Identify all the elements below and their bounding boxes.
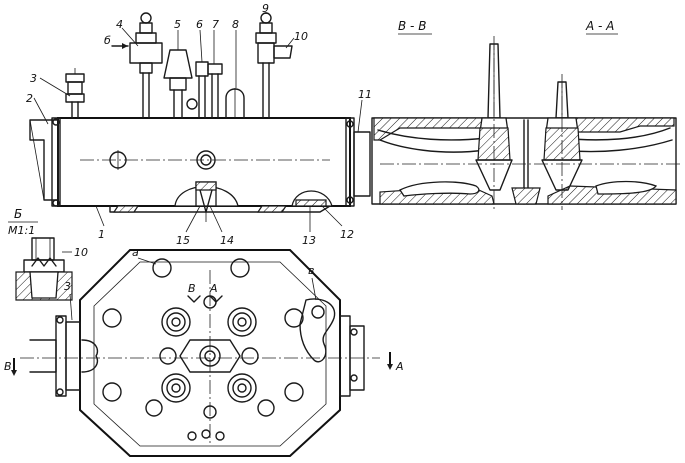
- detail-scale: М1:1: [8, 224, 35, 237]
- callout-5: 5: [174, 18, 181, 31]
- dome-8: [225, 88, 245, 119]
- right-pipe: [353, 131, 371, 197]
- section-view: В - В А - А: [371, 19, 680, 210]
- section-bb-title: В - В: [398, 19, 426, 33]
- plan-callout-3: 3: [64, 280, 71, 293]
- stem-7: [207, 63, 223, 119]
- callout-2: 2: [26, 92, 33, 105]
- plan-letter-a: а: [132, 246, 139, 259]
- callout-10: 10: [294, 30, 308, 43]
- leader-lines: [33, 12, 363, 233]
- callout-8: 8: [232, 18, 239, 31]
- callout-4: 4: [116, 18, 123, 31]
- plan-section-b: В: [188, 282, 196, 295]
- valve-9-10: [255, 12, 293, 119]
- front-elevation-view: б 3 2 4 5 6 7 8 9 10 11 1 15: [26, 2, 372, 247]
- cut-b-left: В: [4, 360, 12, 373]
- stud-3: [65, 68, 85, 119]
- callout-9: 9: [262, 2, 269, 15]
- plan-view: В А а в 3 В А: [4, 246, 404, 457]
- callout-13: 13: [302, 234, 316, 247]
- detail-title: Б: [14, 207, 22, 221]
- central-valves: [159, 295, 259, 419]
- detail-b: Б М1:1 10: [8, 207, 88, 301]
- plan-right-flange: [339, 315, 351, 397]
- callout-11: 11: [358, 88, 372, 101]
- plan-right-cutout: [299, 298, 336, 363]
- cut-a-right: А: [395, 360, 404, 373]
- perimeter-bolts: [102, 258, 304, 417]
- callout-7: 7: [212, 18, 219, 31]
- plan-left-flange: [55, 315, 67, 397]
- valve-4: [129, 12, 163, 119]
- callout-12: 12: [340, 228, 354, 241]
- callout-15: 15: [176, 234, 190, 247]
- detail-callout-10: 10: [74, 246, 88, 259]
- section-aa-title: А - А: [585, 19, 614, 33]
- callout-14: 14: [220, 234, 234, 247]
- left-pipe-flange: [29, 119, 59, 201]
- plan-section-a: А: [209, 282, 218, 295]
- arrow-b-label: б: [104, 34, 111, 47]
- cone-5: [163, 49, 193, 119]
- left-nozzle: [475, 43, 513, 191]
- callout-3: 3: [30, 72, 37, 85]
- plan-letter-v: в: [308, 264, 314, 277]
- callout-6: 6: [196, 18, 203, 31]
- callout-1: 1: [98, 228, 105, 241]
